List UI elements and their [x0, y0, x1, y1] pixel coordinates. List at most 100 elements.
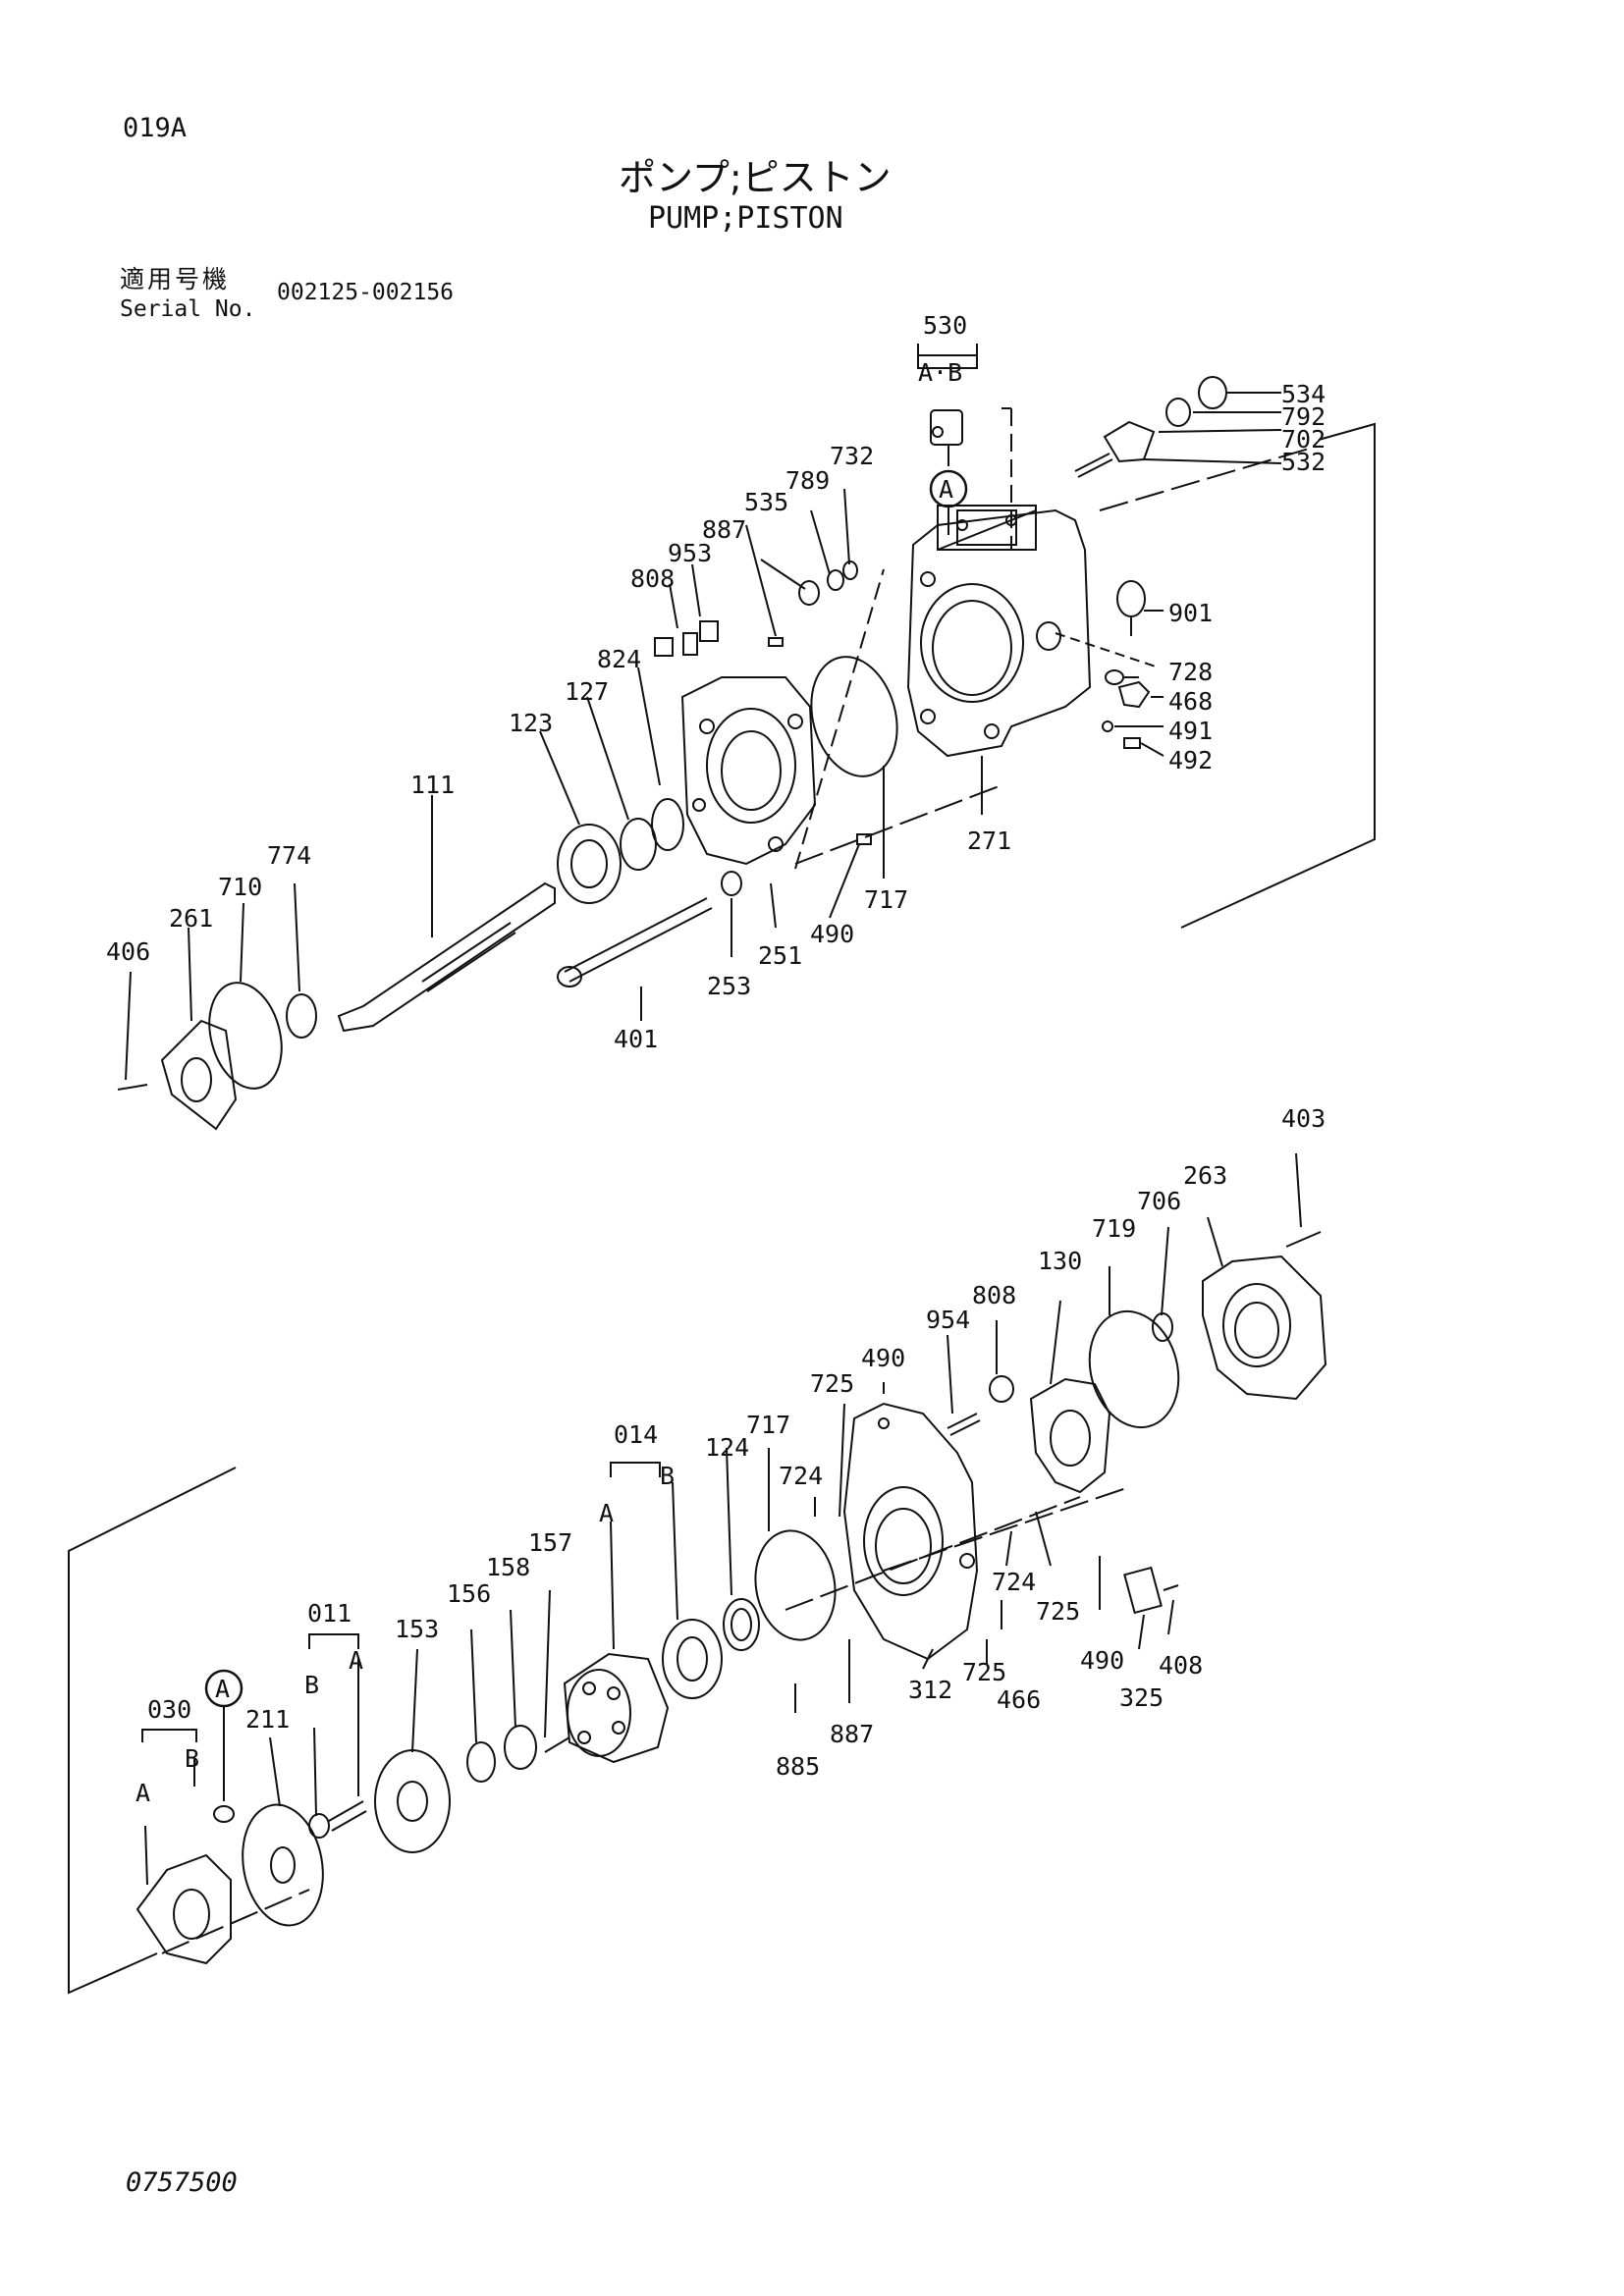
o-ring-710-washer-774 — [208, 982, 317, 1090]
valve-plate-130 — [1029, 1377, 1111, 1494]
callout-706: 706 — [1137, 1187, 1181, 1215]
callout-490-upper: 490 — [810, 920, 854, 948]
callout-030: 030 — [147, 1695, 191, 1724]
callout-534: 534 — [1281, 380, 1326, 408]
callout-953: 953 — [668, 539, 712, 567]
group-brackets-lower — [141, 1462, 661, 1801]
callout-710: 710 — [218, 873, 262, 901]
eyebolt-901 — [1055, 580, 1164, 668]
callout-901: 901 — [1168, 599, 1213, 627]
callout-808-upper: 808 — [630, 564, 675, 593]
callout-263: 263 — [1183, 1161, 1227, 1190]
callout-011-a: A — [349, 1646, 363, 1675]
cover-plate-325 — [1123, 1566, 1179, 1615]
callout-535: 535 — [744, 488, 788, 516]
small-plugs-right — [1102, 669, 1164, 757]
callout-466: 466 — [997, 1685, 1041, 1714]
callout-253: 253 — [707, 972, 751, 1000]
flange-251 — [680, 676, 817, 866]
callout-468: 468 — [1168, 687, 1213, 716]
callout-728: 728 — [1168, 658, 1213, 686]
drive-shaft-111 — [337, 881, 556, 1033]
page-title-japanese: ポンプ;ピストン — [619, 156, 892, 199]
callout-123: 123 — [509, 709, 553, 737]
callout-014-a: A — [599, 1499, 614, 1527]
callout-030-a: A — [135, 1779, 150, 1807]
bearing-123-shim-127-snapring-824 — [557, 798, 684, 904]
o-ring-719-706 — [1088, 1309, 1180, 1429]
screw-954-nut-808 — [947, 1375, 1014, 1436]
callout-885: 885 — [776, 1752, 820, 1781]
callout-725-mid: 725 — [1036, 1597, 1080, 1626]
serial-label-english: Serial No. — [120, 296, 256, 322]
o-ring-717-upper — [810, 656, 898, 777]
callout-954: 954 — [926, 1306, 970, 1334]
callout-732: 732 — [830, 442, 874, 470]
callout-labels: 530 A·B A 534 792 702 532 732 789 535 88… — [106, 311, 1326, 1807]
callout-156: 156 — [447, 1579, 491, 1608]
callout-824: 824 — [597, 645, 641, 673]
callout-325: 325 — [1119, 1683, 1164, 1712]
spring-157-ring-158-bush-156 — [466, 1725, 570, 1783]
bolt-401-washer-253 — [557, 871, 742, 988]
callout-251: 251 — [758, 941, 802, 970]
callout-401: 401 — [614, 1025, 658, 1053]
leader-lines-upper — [125, 488, 983, 1081]
callout-403: 403 — [1281, 1104, 1326, 1133]
valve-block-312 — [842, 1402, 979, 1661]
callout-887-lower: 887 — [830, 1720, 874, 1748]
bracket-lines-upper — [794, 422, 1376, 929]
callout-014-b: B — [660, 1462, 675, 1490]
callout-312: 312 — [908, 1676, 952, 1704]
callout-532: 532 — [1281, 448, 1326, 476]
callout-490-lower: 490 — [1080, 1646, 1124, 1675]
callout-808-lower: 808 — [972, 1281, 1016, 1309]
callout-408: 408 — [1159, 1651, 1203, 1680]
plug-534-valve-532 — [1074, 376, 1282, 478]
callout-127: 127 — [565, 677, 609, 706]
callout-789: 789 — [785, 466, 830, 495]
cover-261 — [117, 1019, 238, 1131]
page-code: 019A — [123, 113, 188, 143]
o-ring-717-lower — [754, 1529, 837, 1641]
group-brackets-upper — [917, 344, 978, 356]
callout-530-ab: A·B — [918, 358, 962, 387]
page-title-english: PUMP;PISTON — [648, 201, 843, 236]
retainer-plate-153 — [374, 1749, 451, 1853]
callout-130: 130 — [1038, 1247, 1082, 1275]
callout-circle-a-lower: A — [215, 1675, 230, 1703]
callout-492: 492 — [1168, 746, 1213, 774]
callout-124: 124 — [705, 1433, 749, 1462]
callout-719: 719 — [1092, 1214, 1136, 1243]
swash-plate-shoe-211 — [242, 1803, 324, 1927]
callout-490-lower-top: 490 — [861, 1344, 905, 1372]
pump-casing-271 — [906, 505, 1092, 758]
callout-774: 774 — [267, 841, 311, 870]
callout-702: 702 — [1281, 425, 1326, 454]
serial-label-japanese: 適用号機 — [120, 265, 231, 294]
callout-887-upper: 887 — [702, 515, 746, 544]
swash-plate-support-030 — [135, 1805, 235, 1965]
callout-011-b: B — [304, 1671, 319, 1699]
callout-792: 792 — [1281, 402, 1326, 431]
cylinder-block-014A — [563, 1652, 670, 1764]
callout-530: 530 — [923, 311, 967, 340]
callout-030-b: B — [185, 1744, 199, 1773]
callout-271: 271 — [967, 827, 1011, 855]
document-number: 0757500 — [126, 2167, 238, 2198]
callout-158: 158 — [486, 1553, 530, 1581]
callout-725-top: 725 — [810, 1369, 854, 1398]
leader-lines-lower — [144, 1152, 1302, 1886]
solenoid-block-530 — [917, 355, 1012, 550]
callout-717-lower: 717 — [746, 1411, 790, 1439]
serial-number-range: 002125-002156 — [277, 280, 455, 305]
callout-724-lower: 724 — [992, 1568, 1036, 1596]
valve-plate-014B — [662, 1619, 723, 1699]
small-parts-upper-left — [654, 561, 872, 845]
cover-263 — [1202, 1231, 1327, 1401]
callout-157: 157 — [528, 1528, 572, 1557]
callout-261: 261 — [169, 904, 213, 933]
callout-111: 111 — [410, 771, 455, 799]
callout-491: 491 — [1168, 717, 1213, 745]
callout-724-top: 724 — [779, 1462, 823, 1490]
